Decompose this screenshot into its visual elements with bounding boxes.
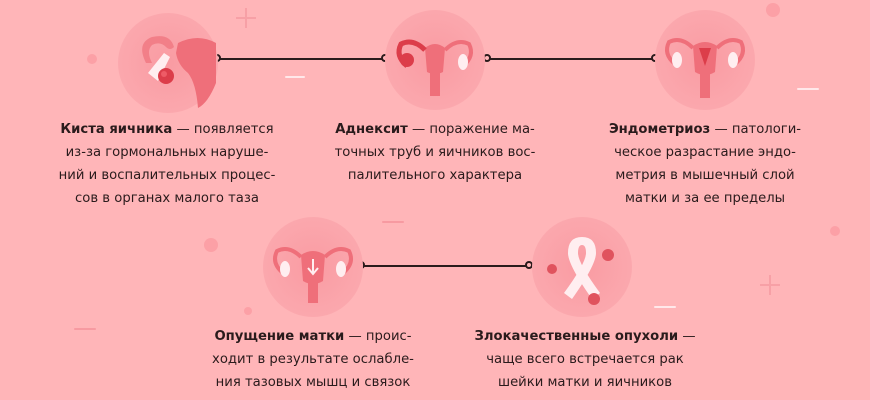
card-text-line: ходит в результате ослабле- (212, 352, 414, 367)
dot-decoration (766, 3, 780, 17)
card-text-line: точных труб и яичников вос- (334, 145, 536, 160)
card-title: Аднексит (335, 122, 408, 137)
uterus-inflamed-tubes-icon (385, 10, 485, 110)
card-text-line: ния тазовых мышц и связок (215, 375, 411, 390)
card-text-line: чаще всего встречается рак (486, 352, 684, 367)
awareness-ribbon-icon (532, 217, 632, 317)
card-text-line: из-за гормональных наруше- (65, 145, 269, 160)
card-adnexitis: Аднексит — поражение ма- точных труб и я… (290, 118, 580, 187)
card-text-line: ний и воспалительных процес- (58, 168, 276, 183)
dash-decoration (797, 88, 819, 90)
card-text-line: — появляется (176, 122, 274, 137)
card-ovarian-cyst: Киста яичника — появляется из-за гормона… (22, 118, 312, 210)
dot-decoration (830, 226, 840, 236)
dash-decoration (382, 221, 404, 223)
connector-line (362, 265, 528, 267)
card-text-line: палительного характера (347, 168, 523, 183)
dash-decoration (654, 306, 676, 308)
card-text-line: — проис- (348, 329, 412, 344)
dot-decoration (204, 238, 218, 252)
card-title: Киста яичника (60, 122, 173, 137)
card-uterine-prolapse: Опущение матки — проис- ходит в результа… (168, 325, 458, 394)
plus-decoration-icon (236, 8, 256, 28)
card-text-line: метрия в мышечный слой (615, 168, 795, 183)
connector-line (218, 58, 388, 60)
card-text-line: сов в органах малого таза (75, 191, 259, 206)
card-endometriosis: Эндометриоз — патологи- ческое разрастан… (560, 118, 850, 210)
card-text-line: ческое разрастание эндо- (614, 145, 796, 160)
card-title: Злокачественные опухоли (474, 329, 679, 344)
dash-decoration (74, 328, 96, 330)
uterus-down-arrow-icon (263, 217, 363, 317)
dash-decoration (285, 76, 305, 78)
card-title: Эндометриоз (608, 122, 711, 137)
card-text-line: шейки матки и яичников (498, 375, 672, 390)
dot-decoration (244, 307, 252, 315)
card-text-line: — (682, 329, 696, 344)
card-text-line: — патологи- (714, 122, 802, 137)
ovary-cyst-icon (118, 13, 218, 113)
connector-line (488, 58, 658, 60)
uterus-endometrium-icon (655, 10, 755, 110)
card-text-line: матки и за ее пределы (624, 191, 786, 206)
dot-decoration (87, 54, 97, 64)
plus-decoration-icon (760, 275, 780, 295)
card-text-line: — поражение ма- (411, 122, 535, 137)
card-title: Опущение матки (214, 329, 345, 344)
card-malignant-tumors: Злокачественные опухоли — чаще всего вст… (440, 325, 730, 394)
